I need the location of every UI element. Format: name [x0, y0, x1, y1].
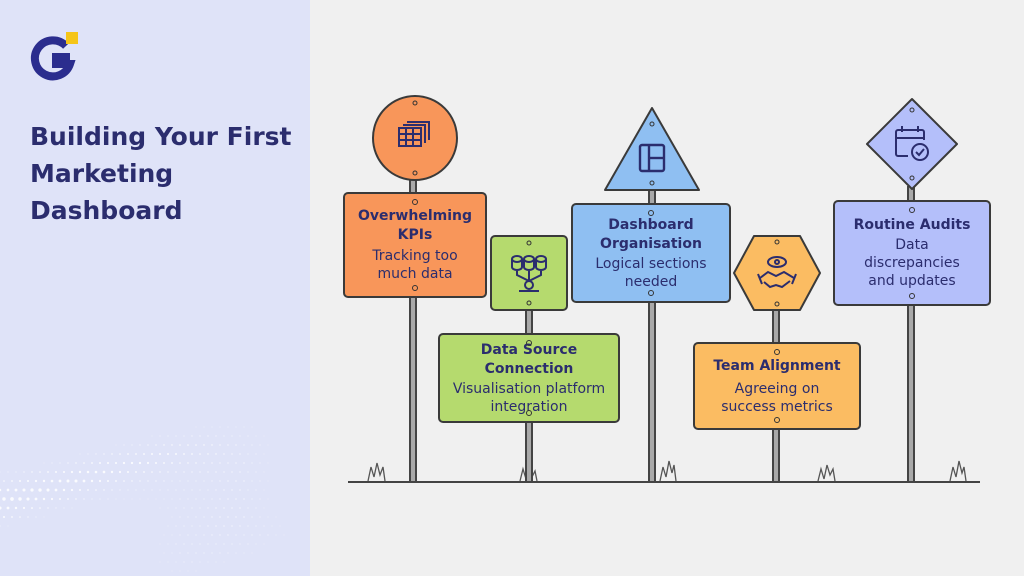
- sign-title: Data Source Connection: [480, 341, 578, 377]
- spreadsheet-icon: [398, 121, 430, 147]
- dot-pattern-decoration: [0, 426, 285, 572]
- sign-title: Team Alignment: [713, 357, 841, 374]
- sign-title: Dashboard Organisation: [600, 216, 702, 252]
- sign-description: Tracking too much data: [372, 248, 458, 282]
- pole-audits: [907, 186, 915, 481]
- sign-board-kpis: Overwhelming KPIs Tracking too much data: [343, 192, 487, 298]
- sign-description: Agreeing on success metrics: [721, 380, 833, 415]
- sign-description: Logical sections needed: [595, 255, 707, 290]
- database-connection-icon: [511, 255, 547, 292]
- circle-sign-kpis: [372, 95, 458, 181]
- diamond-sign-audits: [866, 98, 958, 190]
- pole-organisation: [648, 188, 656, 481]
- left-panel: Building Your First Marketing Dashboard: [0, 0, 310, 576]
- sign-board-team: Team Alignment Agreeing on success metri…: [693, 342, 861, 430]
- sign-description: Visualisation platform integration: [452, 380, 606, 415]
- ground-line: [348, 481, 980, 483]
- sign-board-organisation: Dashboard Organisation Logical sections …: [571, 203, 731, 303]
- sign-title: Routine Audits: [853, 217, 971, 233]
- hexagon-sign-team: [733, 235, 821, 311]
- calendar-check-icon: [895, 126, 929, 161]
- page-title: Building Your First Marketing Dashboard: [30, 122, 292, 225]
- sign-board-audits: Routine Audits Data discrepancies and up…: [833, 200, 991, 306]
- layout-icon: [638, 143, 666, 173]
- triangle-sign-organisation: [604, 107, 700, 191]
- sign-title: Overwhelming KPIs: [358, 208, 472, 243]
- sign-board-data-source: Data Source Connection Visualisation pla…: [438, 333, 620, 423]
- handshake-icon: [757, 256, 797, 289]
- logo-icon: [30, 32, 78, 81]
- sign-description: Data discrepancies and updates: [864, 237, 960, 289]
- pole-kpis: [409, 175, 417, 481]
- square-sign-data-source: [490, 235, 568, 311]
